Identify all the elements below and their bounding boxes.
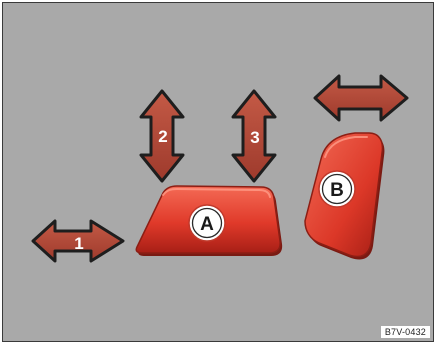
- figure-frame: A B 1 2 3 B7V-0432: [2, 2, 434, 342]
- arrow-3-vertical: [231, 89, 277, 183]
- arrow-2-vertical: [139, 89, 185, 183]
- badge-a: A: [188, 204, 226, 242]
- arrow-3-label: 3: [250, 128, 259, 147]
- arrow-2-label: 2: [158, 127, 167, 146]
- arrow-1-label: 1: [74, 234, 83, 253]
- seat-controls-diagram: A B 1 2 3: [31, 74, 409, 263]
- control-a-label: A: [200, 214, 214, 235]
- control-b-label: B: [330, 180, 344, 201]
- badge-b: B: [318, 170, 356, 208]
- arrow-1-horizontal: [31, 219, 125, 263]
- figure-code: B7V-0432: [380, 326, 430, 338]
- arrow-top-horizontal: [313, 74, 409, 122]
